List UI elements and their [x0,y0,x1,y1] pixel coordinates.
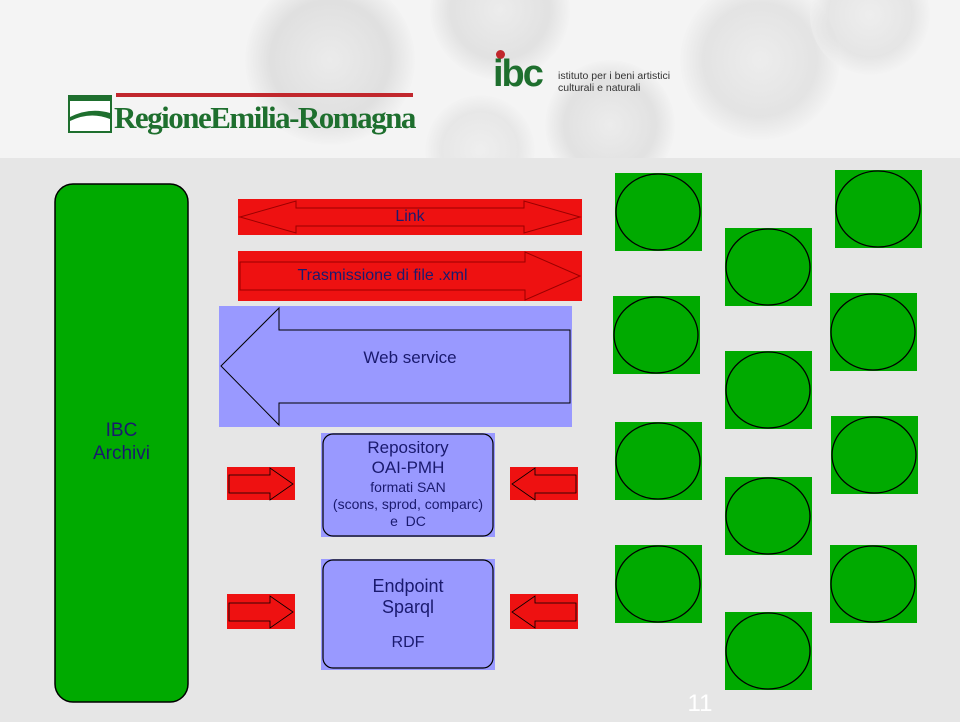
page-number: 11 [687,690,713,717]
ibc-logo-mark: ibc [493,53,544,95]
arrow-archive-to-repository [227,467,295,501]
regione-emilia-romagna-logo: RegioneEmilia-Romagna [68,93,416,141]
institution-node-7 [615,422,702,500]
web-service-arrow [220,306,571,427]
ibc-archivi-label-line2: Archivi [92,443,150,464]
web-service-label: Web service [363,348,457,367]
institution-node-9 [725,477,812,555]
arrow-archive-to-endpoint [227,594,295,629]
institution-node-8 [831,416,918,494]
institution-node-6 [725,351,812,429]
repository-formats: formati SAN [370,479,446,495]
institution-node-4 [613,296,700,374]
ibc-logo-line2: culturali e naturali [558,82,641,94]
institution-node-5 [830,293,917,371]
institution-node-12 [725,612,812,690]
regione-logo-text: RegioneEmilia-Romagna [114,100,416,135]
regione-flag-icon [68,95,112,133]
repository-title: Repository [367,438,449,457]
link-double-arrow [238,200,582,234]
endpoint-box [322,559,494,669]
institution-node-10 [615,545,702,623]
link-label: Link [395,208,425,225]
endpoint-format: RDF [391,634,425,651]
repository-formats-dc: e DC [390,513,426,529]
institution-node-3 [725,228,812,306]
ibc-archivi-box [54,183,189,703]
ibc-logo-line1: istituto per i beni artistici [558,70,671,82]
arrow-institutions-to-endpoint [510,594,578,629]
endpoint-title: Endpoint [372,576,444,596]
ibc-logo: ibc istituto per i beni artistici cultur… [493,50,673,98]
institution-node-1 [615,173,702,251]
transmission-arrow [239,251,582,301]
logo-red-bar [116,93,413,97]
repository-box [322,433,494,537]
repository-formats-detail: (scons, sprod, comparc) [332,496,484,512]
arrow-institutions-to-repository [510,467,578,501]
institution-node-11 [830,545,917,623]
institution-node-2 [835,170,922,248]
ibc-archivi-label-line1: IBC [105,420,138,441]
transmission-label: Trasmissione di file .xml [297,267,468,284]
endpoint-subtitle: Sparql [381,597,435,617]
repository-protocol: OAI-PMH [371,458,445,477]
ibc-logo-dot [496,50,505,59]
